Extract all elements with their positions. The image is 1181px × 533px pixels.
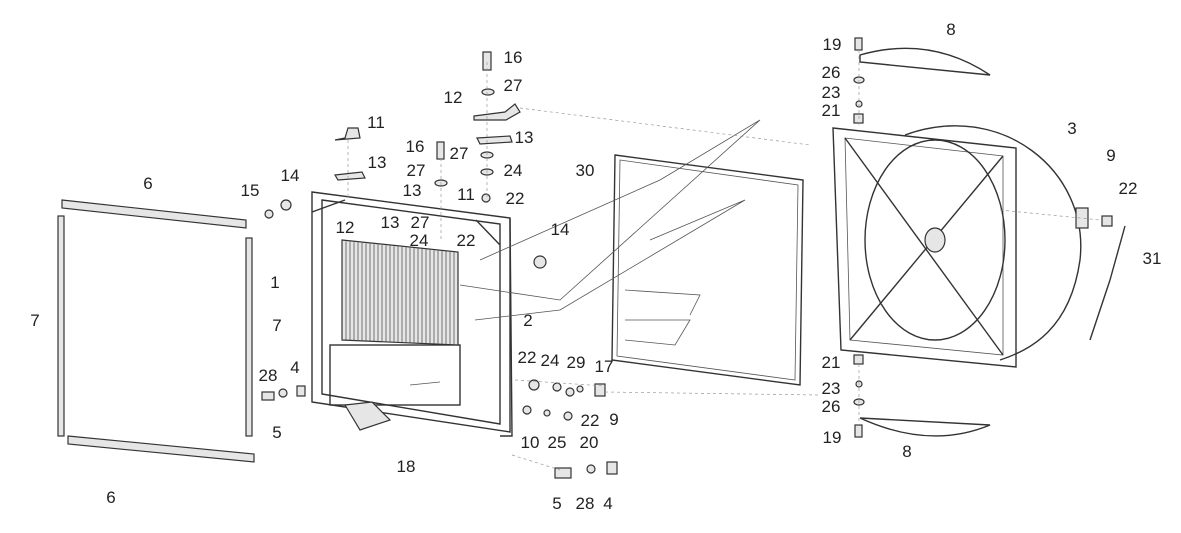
callout: 16	[406, 137, 425, 156]
callout: 14	[551, 220, 570, 239]
callout: 1	[270, 273, 279, 292]
leader-lines	[347, 50, 1101, 471]
callout: 21	[822, 101, 841, 120]
callout: 26	[822, 397, 841, 416]
fan-shroud	[864, 125, 1082, 361]
callout: 27	[411, 213, 430, 232]
shroud-segment-top-8	[859, 47, 991, 76]
callout: 23	[822, 83, 841, 102]
support-18	[344, 381, 441, 431]
callout: 11	[457, 185, 475, 204]
callout: 28	[259, 366, 278, 385]
radiator-core	[341, 239, 459, 346]
callout: 10	[521, 433, 540, 452]
gas-strut-31	[1075, 207, 1126, 341]
callout: 4	[603, 494, 612, 513]
seal-sections	[459, 119, 761, 346]
strip-right-7	[245, 237, 253, 437]
callout: 14	[281, 166, 300, 185]
fan-frame	[832, 127, 1017, 368]
callout: 5	[552, 494, 561, 513]
callout: 6	[106, 488, 115, 507]
callout: 29	[567, 353, 586, 372]
seal-frame-30	[611, 154, 804, 386]
callout: 8	[902, 442, 911, 461]
callout: 3	[1067, 119, 1076, 138]
callout: 7	[272, 316, 281, 335]
callout: 9	[609, 410, 618, 429]
callout: 26	[822, 63, 841, 82]
callout: 31	[1143, 249, 1162, 268]
callout: 24	[410, 231, 429, 250]
callout: 2	[523, 311, 532, 330]
callout: 9	[1106, 146, 1115, 165]
callout: 27	[407, 161, 426, 180]
callout: 23	[822, 379, 841, 398]
callout: 15	[241, 181, 260, 200]
callout: 7	[30, 311, 39, 330]
callout: 22	[1119, 179, 1138, 198]
callout: 24	[541, 351, 560, 370]
callout: 19	[823, 35, 842, 54]
callout: 21	[822, 353, 841, 372]
callout: 16	[504, 48, 523, 67]
callout: 27	[450, 144, 469, 163]
callout: 22	[457, 231, 476, 250]
callout: 13	[368, 153, 387, 172]
callout: 8	[946, 20, 955, 39]
callout: 12	[444, 88, 463, 107]
callout: 28	[576, 494, 595, 513]
strip-top-6	[61, 199, 247, 229]
callout: 5	[272, 423, 281, 442]
callout: 30	[576, 161, 595, 180]
callout: 6	[143, 174, 152, 193]
callout: 22	[506, 189, 525, 208]
callout: 24	[504, 161, 523, 180]
strip-bottom-6	[67, 435, 255, 463]
shroud-segment-bottom-8	[859, 417, 991, 437]
callout: 13	[515, 128, 534, 147]
callout: 25	[548, 433, 567, 452]
callout: 12	[336, 218, 355, 237]
callout: 13	[403, 181, 422, 200]
callout: 18	[397, 457, 416, 476]
radiator-frame	[311, 191, 513, 437]
callout: 19	[823, 428, 842, 447]
callout: 27	[504, 76, 523, 95]
callout: 4	[290, 358, 299, 377]
callout: 17	[595, 357, 614, 376]
callout: 22	[518, 348, 537, 367]
callout-labels: 16 27 12 11 13 16 27 27 24 13 14 15 6 30…	[30, 20, 1161, 513]
callout: 11	[367, 113, 385, 132]
callout: 22	[581, 411, 600, 430]
strip-left-7	[57, 215, 65, 437]
callout: 13	[381, 213, 400, 232]
callout: 20	[580, 433, 599, 452]
